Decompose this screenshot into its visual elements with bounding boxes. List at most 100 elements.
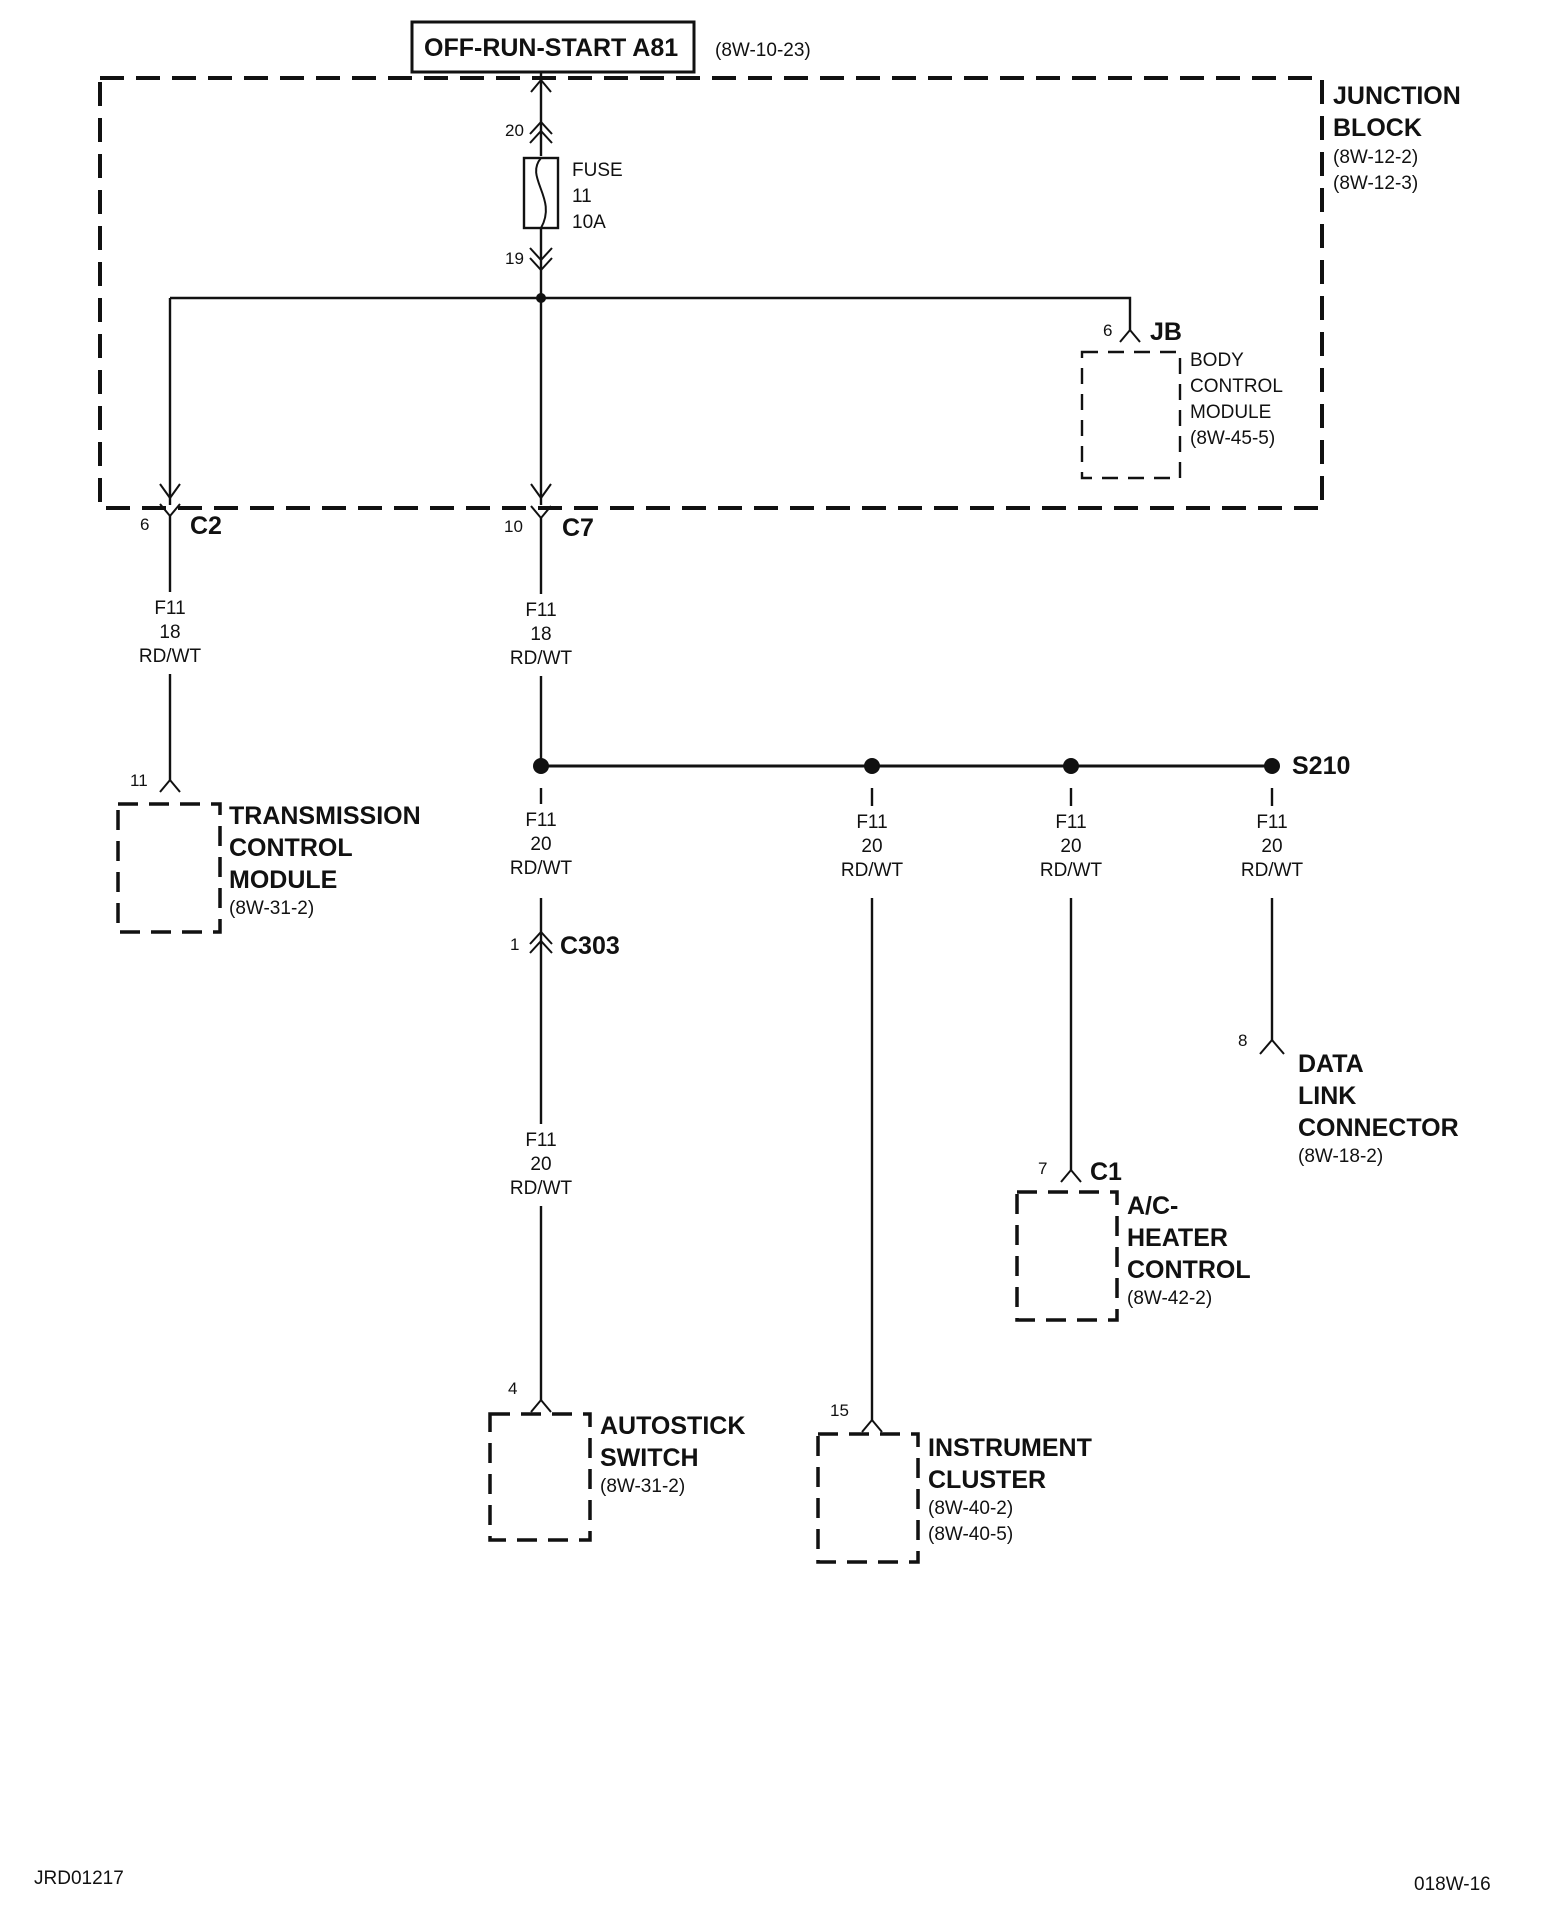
fuse-element-icon xyxy=(535,157,547,229)
c2-connector: C2 xyxy=(190,512,222,540)
fuse-pin-top-connector-icon xyxy=(529,120,553,144)
fuse-pin-bottom-connector-icon xyxy=(529,247,553,272)
autostick-pin: 4 xyxy=(508,1379,517,1398)
autostick-wire-color-1: RD/WT xyxy=(510,858,573,879)
c303-connector: C303 xyxy=(560,932,620,960)
bcm-connector: JB xyxy=(1150,318,1182,346)
dlc-ref: (8W-18-2) xyxy=(1298,1146,1383,1167)
autostick-wire-gauge-1: 20 xyxy=(530,834,551,855)
tcm-ref: (8W-31-2) xyxy=(229,898,314,919)
fuse-number: 11 xyxy=(572,186,592,207)
title-box xyxy=(410,20,696,74)
splice-name: S210 xyxy=(1292,752,1350,780)
hvac-wire-gauge: 20 xyxy=(1060,836,1081,857)
feed-arrow-icon xyxy=(530,78,552,93)
bcm-outline xyxy=(1080,350,1182,480)
hvac-ref: (8W-42-2) xyxy=(1127,1288,1212,1309)
c7-wire-color: RD/WT xyxy=(510,648,573,669)
cluster-label-1: INSTRUMENT xyxy=(928,1434,1092,1462)
c7-wire-gauge: 18 xyxy=(530,624,551,645)
c2-wire-circuit: F11 xyxy=(154,598,185,619)
c7-wire-circuit: F11 xyxy=(525,600,556,621)
cluster-branch: F11 20 RD/WT 15 xyxy=(830,788,904,1433)
tcm-label-2: CONTROL xyxy=(229,834,353,862)
dlc-wire-gauge: 20 xyxy=(1261,836,1282,857)
cluster-wire-gauge: 20 xyxy=(861,836,882,857)
c7-connector: C7 xyxy=(562,514,594,542)
title-block: OFF-RUN-START A81 (8W-10-23) xyxy=(410,20,811,74)
dlc-pin-connector-icon xyxy=(1259,1038,1285,1055)
dlc-label-2: LINK xyxy=(1298,1082,1356,1110)
cluster-pin: 15 xyxy=(830,1401,849,1420)
title-ref: (8W-10-23) xyxy=(715,40,811,61)
autostick-wire-circuit-1: F11 xyxy=(525,810,556,831)
autostick-label-1: AUTOSTICK xyxy=(600,1412,745,1440)
cluster-ref-1: (8W-40-2) xyxy=(928,1498,1013,1519)
fuse-icon xyxy=(522,156,560,230)
autostick-wire-circuit-2: F11 xyxy=(525,1130,556,1151)
cluster-outline xyxy=(816,1432,920,1564)
footer-left: JRD01217 xyxy=(34,1868,124,1889)
c2-wire-color: RD/WT xyxy=(139,646,202,667)
junction-block-outline xyxy=(98,76,1324,510)
hvac-pin-connector-icon xyxy=(1060,1168,1082,1183)
dlc-branch: F11 20 RD/WT 8 xyxy=(1238,788,1304,1055)
hvac-label-1: A/C- xyxy=(1127,1192,1178,1220)
title-text: OFF-RUN-START A81 xyxy=(424,34,678,62)
fuse-rating: 10A xyxy=(572,212,606,233)
cluster-ref-2: (8W-40-5) xyxy=(928,1524,1013,1545)
autostick-pin-connector-icon xyxy=(530,1398,552,1413)
data-link-connector: DATA LINK CONNECTOR (8W-18-2) xyxy=(1298,1050,1459,1167)
c303-pin: 1 xyxy=(510,935,519,954)
hvac-pin: 7 xyxy=(1038,1159,1047,1178)
dlc-label-3: CONNECTOR xyxy=(1298,1114,1459,1142)
junction-block: JUNCTION BLOCK (8W-12-2) (8W-12-3) xyxy=(98,76,1461,510)
c7-arrow-icon xyxy=(530,483,552,500)
bcm-label-1: BODY xyxy=(1190,350,1244,371)
junction-block-ref-2: (8W-12-3) xyxy=(1333,173,1418,194)
autostick-outline xyxy=(488,1412,592,1542)
hvac-wire-color: RD/WT xyxy=(1040,860,1103,881)
c303-connector-icon xyxy=(529,930,553,954)
tcm-outline xyxy=(116,802,222,934)
tcm-pin: 11 xyxy=(130,771,148,790)
instrument-cluster: INSTRUMENT CLUSTER (8W-40-2) (8W-40-5) xyxy=(816,1432,1092,1564)
c7-branch: 10 C7 F11 18 RD/WT xyxy=(504,505,594,760)
hvac-connector: C1 xyxy=(1090,1158,1122,1186)
cluster-label-2: CLUSTER xyxy=(928,1466,1046,1494)
autostick-branch: F11 20 RD/WT 1 C303 F11 20 RD/WT 4 xyxy=(508,788,620,1413)
splice-dot-3 xyxy=(1063,758,1079,774)
c7-pin: 10 xyxy=(504,517,523,536)
body-control-module: 6 JB BODY CONTROL MODULE (8W-45-5) xyxy=(1080,318,1283,480)
autostick-label-2: SWITCH xyxy=(600,1444,699,1472)
fuse-pin-bottom: 19 xyxy=(505,249,524,268)
tcm-label-3: MODULE xyxy=(229,866,337,894)
bcm-label-2: CONTROL xyxy=(1190,376,1283,397)
dlc-label-1: DATA xyxy=(1298,1050,1364,1078)
c2-pin: 6 xyxy=(140,515,149,534)
ac-heater-control: A/C- HEATER CONTROL (8W-42-2) xyxy=(1015,1190,1251,1322)
fuse-label: FUSE xyxy=(572,160,623,181)
splice-dot-4 xyxy=(1264,758,1280,774)
fuse-pin-top: 20 xyxy=(505,121,524,140)
hvac-wire-circuit: F11 xyxy=(1055,812,1086,833)
fuse-circuit: 20 FUSE 11 10A 19 xyxy=(159,72,1132,505)
junction-block-ref-1: (8W-12-2) xyxy=(1333,147,1418,168)
autostick-wire-gauge-2: 20 xyxy=(530,1154,551,1175)
autostick-ref: (8W-31-2) xyxy=(600,1476,685,1497)
bcm-pin-connector-icon xyxy=(1119,328,1141,343)
junction-block-name-2: BLOCK xyxy=(1333,114,1422,142)
hvac-label-2: HEATER xyxy=(1127,1224,1228,1252)
footer-right: 018W-16 xyxy=(1414,1874,1491,1895)
hvac-branch: F11 20 RD/WT 7 C1 xyxy=(1038,788,1122,1186)
junction-block-name-1: JUNCTION xyxy=(1333,82,1461,110)
bcm-ref: (8W-45-5) xyxy=(1190,428,1275,449)
tcm-pin-connector-icon xyxy=(159,778,181,793)
autostick-wire-color-2: RD/WT xyxy=(510,1178,573,1199)
splice-dot-1 xyxy=(533,758,549,774)
bcm-label-3: MODULE xyxy=(1190,402,1271,423)
splice-bus: S210 xyxy=(533,752,1350,780)
hvac-label-3: CONTROL xyxy=(1127,1256,1251,1284)
splice-dot-2 xyxy=(864,758,880,774)
